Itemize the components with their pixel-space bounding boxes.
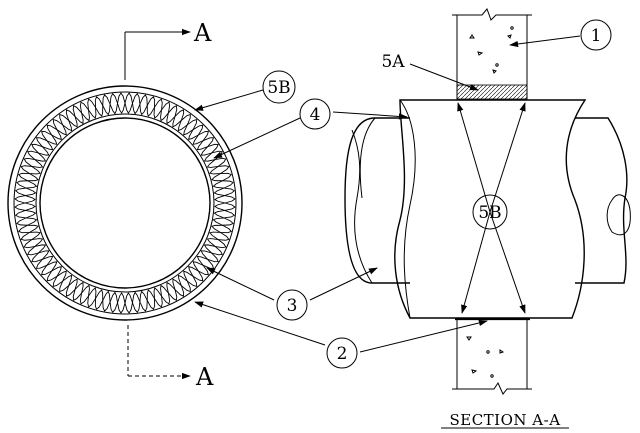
pipe-elevation <box>344 99 631 319</box>
concrete-speckles-top <box>469 26 514 74</box>
wall-slab-bottom <box>452 317 532 395</box>
callout-3-text: 3 <box>287 296 298 316</box>
callout-5a-text: 5A <box>381 52 405 72</box>
section-letter-bottom: A <box>195 363 214 391</box>
callout-4: 4 <box>299 98 331 130</box>
section-cut-line-bottom <box>127 325 191 380</box>
callout-2: 2 <box>326 337 358 369</box>
callout-5b-left-text: 5B <box>267 78 290 98</box>
insulation-weave <box>14 92 236 314</box>
weave-strand <box>14 92 236 314</box>
leader-lines <box>194 35 581 353</box>
pipe-cross-section <box>7 85 243 321</box>
concrete-speckles-bottom <box>466 336 505 378</box>
section-letter-top: A <box>193 19 212 47</box>
callout-2-text: 2 <box>337 344 348 364</box>
callout-5b-left: 5B <box>262 70 296 104</box>
section-title: SECTION A-A <box>449 411 560 429</box>
weave-strand <box>14 92 236 314</box>
callout-5b-right: 5B <box>472 194 508 230</box>
wall-slab-top <box>452 8 532 100</box>
callout-4-text: 4 <box>310 105 321 125</box>
section-cut-line-top <box>124 28 191 80</box>
callout-3: 3 <box>276 289 308 321</box>
callout-1-text: 1 <box>591 26 602 46</box>
callout-5b-right-text: 5B <box>478 203 501 223</box>
callout-1: 1 <box>580 19 612 51</box>
